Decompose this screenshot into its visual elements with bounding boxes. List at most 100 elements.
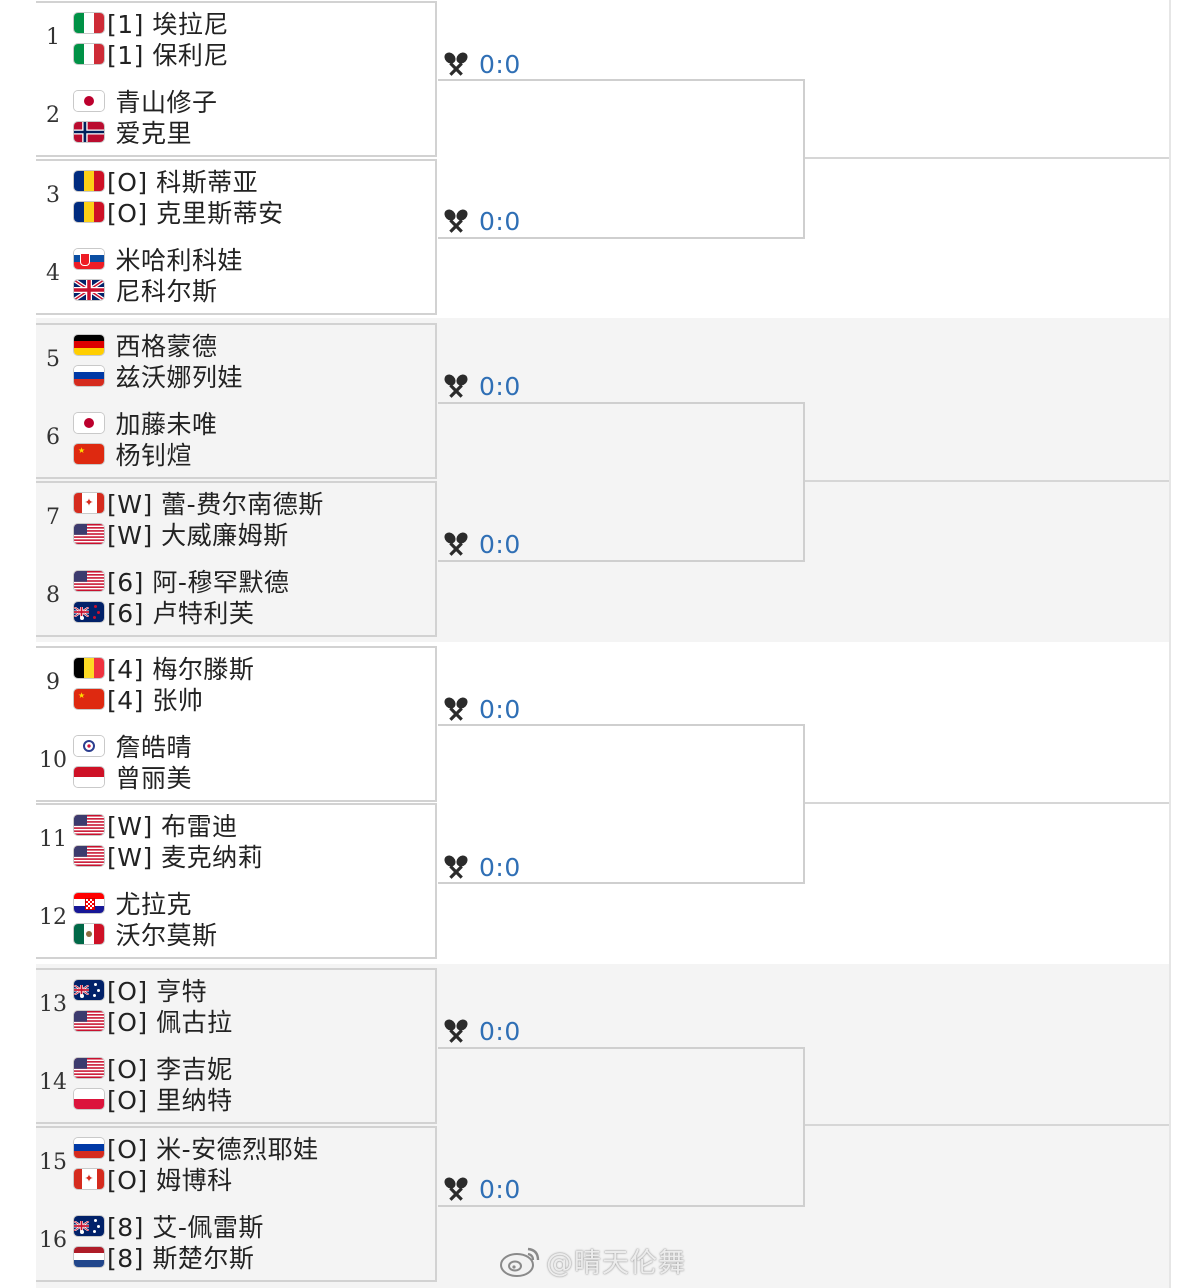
player-name[interactable]: [8] 斯楚尔斯 [107, 1243, 255, 1273]
player-name[interactable]: [4] 梅尔滕斯 [107, 654, 255, 684]
player-name[interactable]: [O] 姆博科 [107, 1165, 233, 1195]
player-name[interactable]: [O] 佩古拉 [107, 1007, 233, 1037]
player-row[interactable]: [8] 斯楚尔斯 [74, 1241, 255, 1273]
player-name[interactable]: [W] 蕾-费尔南德斯 [107, 489, 324, 519]
draw-position-number: 15 [39, 1150, 67, 1175]
score-value[interactable]: 0:0 [479, 1016, 521, 1046]
player-row[interactable]: [4] 梅尔滕斯 [74, 652, 255, 684]
crossed-rackets-icon [444, 697, 468, 721]
player-row[interactable]: [1] 保利尼 [74, 38, 229, 70]
player-name[interactable]: [4] 张帅 [107, 685, 204, 715]
draw-entry[interactable]: 6 加藤未唯★ 杨钊煊 [36, 401, 436, 479]
match-score[interactable]: 0:0 [442, 371, 521, 401]
player-row[interactable]: [O] 科斯蒂亚 [74, 165, 259, 197]
player-row[interactable]: [W] 麦克纳莉 [74, 840, 264, 872]
score-value[interactable]: 0:0 [479, 529, 521, 559]
draw-entry[interactable]: 5 西格蒙德 兹沃娜列娃 [36, 323, 436, 401]
match-score[interactable]: 0:0 [442, 206, 521, 236]
draw-entry[interactable]: 12 尤拉克 沃尔莫斯 [36, 881, 436, 959]
match-score[interactable]: 0:0 [442, 694, 521, 724]
player-row[interactable]: 青山修子 [74, 85, 218, 117]
score-value[interactable]: 0:0 [479, 1174, 521, 1204]
draw-entry[interactable]: 14[O] 李吉妮[O] 里纳特 [36, 1046, 436, 1124]
player-name[interactable]: [W] 麦克纳莉 [107, 842, 264, 872]
draw-entry[interactable]: 8[6] 阿-穆罕默德[6] 卢特利芙 [36, 559, 436, 637]
match-score[interactable]: 0:0 [442, 529, 521, 559]
player-row[interactable]: [6] 阿-穆罕默德 [74, 565, 290, 597]
player-name[interactable]: [6] 卢特利芙 [107, 598, 255, 628]
player-name[interactable]: 杨钊煊 [107, 440, 192, 470]
player-name[interactable]: 加藤未唯 [107, 409, 218, 439]
draw-position-number: 7 [46, 505, 60, 530]
player-row[interactable]: 曾丽美 [74, 761, 192, 793]
player-name[interactable]: 曾丽美 [107, 763, 192, 793]
draw-entry[interactable]: 1[1] 埃拉尼[1] 保利尼 [36, 1, 436, 79]
score-value[interactable]: 0:0 [479, 371, 521, 401]
draw-entry[interactable]: 2 青山修子 爱克里 [36, 79, 436, 157]
score-value[interactable]: 0:0 [479, 206, 521, 236]
player-name[interactable]: 尤拉克 [107, 889, 192, 919]
player-row[interactable]: ★ 杨钊煊 [74, 438, 192, 470]
player-row[interactable]: [6] 卢特利芙 [74, 596, 255, 628]
draw-entry[interactable]: 15 [O] 米-安德烈耶娃✦[O] 姆博科 [36, 1126, 436, 1204]
score-value[interactable]: 0:0 [479, 694, 521, 724]
player-name[interactable]: [O] 米-安德烈耶娃 [107, 1134, 319, 1164]
player-name[interactable]: 詹皓晴 [107, 732, 192, 762]
player-name[interactable]: 米哈利科娃 [107, 245, 243, 275]
score-value[interactable]: 0:0 [479, 852, 521, 882]
draw-entry[interactable]: 9[4] 梅尔滕斯★[4] 张帅 [36, 646, 436, 724]
flag-mx-icon [74, 923, 104, 944]
draw-entry[interactable]: 13[O] 亨特[O] 佩古拉 [36, 968, 436, 1046]
player-name[interactable]: 沃尔莫斯 [107, 920, 218, 950]
player-name[interactable]: 尼科尔斯 [107, 276, 218, 306]
player-row[interactable]: [O] 里纳特 [74, 1083, 233, 1115]
player-name[interactable]: [O] 李吉妮 [107, 1054, 233, 1084]
player-name[interactable]: [W] 布雷迪 [107, 811, 238, 841]
player-row[interactable]: [O] 亨特 [74, 974, 208, 1006]
player-name[interactable]: [O] 亨特 [107, 976, 208, 1006]
player-row[interactable]: 兹沃娜列娃 [74, 360, 243, 392]
player-row[interactable]: [W] 布雷迪 [74, 809, 238, 841]
player-name[interactable]: [W] 大威廉姆斯 [107, 520, 289, 550]
score-value[interactable]: 0:0 [479, 49, 521, 79]
player-row[interactable]: [O] 米-安德烈耶娃 [74, 1132, 319, 1164]
player-row[interactable]: [O] 李吉妮 [74, 1052, 233, 1084]
player-row[interactable]: [W] 大威廉姆斯 [74, 518, 289, 550]
player-row[interactable]: [O] 佩古拉 [74, 1005, 233, 1037]
player-name[interactable]: [O] 科斯蒂亚 [107, 167, 259, 197]
draw-entry[interactable]: 4 米哈利科娃 尼科尔斯 [36, 237, 436, 315]
player-name[interactable]: 西格蒙德 [107, 331, 218, 361]
player-row[interactable]: ★[4] 张帅 [74, 683, 204, 715]
player-row[interactable]: 爱克里 [74, 116, 192, 148]
draw-entry[interactable]: 3[O] 科斯蒂亚[O] 克里斯蒂安 [36, 159, 436, 237]
player-row[interactable]: 加藤未唯 [74, 407, 218, 439]
draw-entry[interactable]: 11[W] 布雷迪[W] 麦克纳莉 [36, 803, 436, 881]
player-name[interactable]: [O] 克里斯蒂安 [107, 198, 284, 228]
player-name[interactable]: [1] 保利尼 [107, 40, 229, 70]
player-row[interactable]: 西格蒙德 [74, 329, 218, 361]
player-row[interactable]: [8] 艾-佩雷斯 [74, 1210, 264, 1242]
player-row[interactable]: ✦[O] 姆博科 [74, 1163, 233, 1195]
player-name[interactable]: [O] 里纳特 [107, 1085, 233, 1115]
match-score[interactable]: 0:0 [442, 1174, 521, 1204]
match-score[interactable]: 0:0 [442, 49, 521, 79]
draw-entry[interactable]: 16[8] 艾-佩雷斯[8] 斯楚尔斯 [36, 1204, 436, 1282]
player-name[interactable]: 青山修子 [107, 87, 218, 117]
draw-entry[interactable]: 7 ✦[W] 蕾-费尔南德斯[W] 大威廉姆斯 [36, 481, 436, 559]
match-score[interactable]: 0:0 [442, 1016, 521, 1046]
player-row[interactable]: 米哈利科娃 [74, 243, 243, 275]
player-row[interactable]: [O] 克里斯蒂安 [74, 196, 284, 228]
player-row[interactable]: 尤拉克 [74, 887, 192, 919]
player-name[interactable]: 爱克里 [107, 118, 192, 148]
player-name[interactable]: [6] 阿-穆罕默德 [107, 567, 290, 597]
player-row[interactable]: [1] 埃拉尼 [74, 7, 229, 39]
player-row[interactable]: ✦[W] 蕾-费尔南德斯 [74, 487, 324, 519]
draw-entry[interactable]: 10 詹皓晴 曾丽美 [36, 724, 436, 802]
match-score[interactable]: 0:0 [442, 852, 521, 882]
player-row[interactable]: 詹皓晴 [74, 730, 192, 762]
player-row[interactable]: 沃尔莫斯 [74, 918, 218, 950]
player-name[interactable]: [8] 艾-佩雷斯 [107, 1212, 264, 1242]
player-row[interactable]: 尼科尔斯 [74, 274, 218, 306]
player-name[interactable]: [1] 埃拉尼 [107, 9, 229, 39]
player-name[interactable]: 兹沃娜列娃 [107, 362, 243, 392]
